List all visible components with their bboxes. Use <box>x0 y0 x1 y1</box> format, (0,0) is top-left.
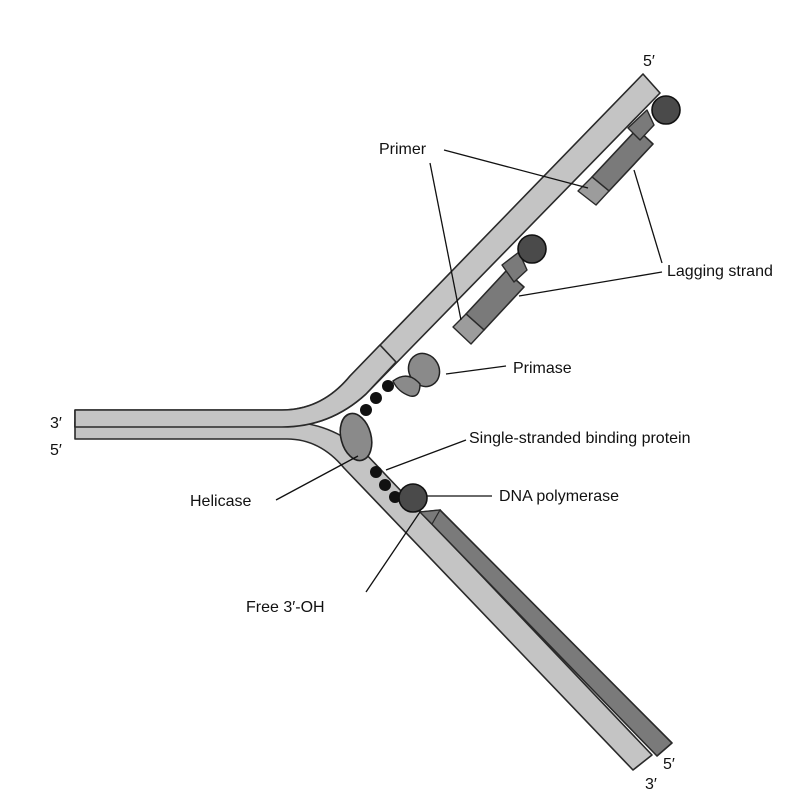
ssb-dot <box>389 491 401 503</box>
polymerase-leading-foot <box>418 509 442 525</box>
ssb-dot <box>370 466 382 478</box>
helicase-label: Helicase <box>190 493 251 510</box>
leader-lines <box>275 149 663 593</box>
ssb-dot <box>379 479 391 491</box>
dna-polymerase-middle <box>517 234 547 264</box>
lagging-strand-label: Lagging strand <box>667 263 773 280</box>
ssb-group <box>360 380 401 503</box>
primase-lower-lobe <box>392 375 421 397</box>
lower-template-strand <box>74 421 653 771</box>
dna-polymerase-label: DNA polymerase <box>499 488 619 505</box>
lagging-leader-middle <box>518 271 663 297</box>
primer-leader-upper <box>443 149 589 189</box>
upper-template-strand-overlay <box>74 344 397 428</box>
end-label-lower-right-template: 3′ <box>645 776 657 793</box>
ssb-label: Single-stranded binding protein <box>469 430 690 447</box>
ssb-dot <box>370 392 382 404</box>
dna-polymerase-upper <box>651 95 681 125</box>
end-label-left-top: 3′ <box>50 415 62 432</box>
lagging-leader-upper <box>633 169 663 264</box>
ssb-dot <box>382 380 394 392</box>
ssb-dot <box>360 404 372 416</box>
ssb-leader <box>385 439 467 471</box>
dna-polymerase-leading <box>398 483 428 513</box>
primase-leader <box>445 365 507 375</box>
leading-strand <box>419 509 673 757</box>
primer-leader-middle <box>429 162 462 321</box>
lagging-fragment-middle-tip <box>501 251 528 283</box>
end-label-upper-right: 5′ <box>643 53 655 70</box>
end-label-left-bottom: 5′ <box>50 442 62 459</box>
lagging-fragment-upper-tip <box>627 109 655 141</box>
free-oh-label: Free 3′-OH <box>246 599 325 616</box>
primer-middle <box>452 313 485 345</box>
end-label-lower-right-new: 5′ <box>663 756 675 773</box>
primase-label: Primase <box>513 360 572 377</box>
helicase-leader <box>275 455 359 501</box>
primer-label: Primer <box>379 141 427 158</box>
helicase <box>339 412 373 462</box>
primer-upper <box>577 176 610 206</box>
free-oh-leader <box>365 511 421 593</box>
